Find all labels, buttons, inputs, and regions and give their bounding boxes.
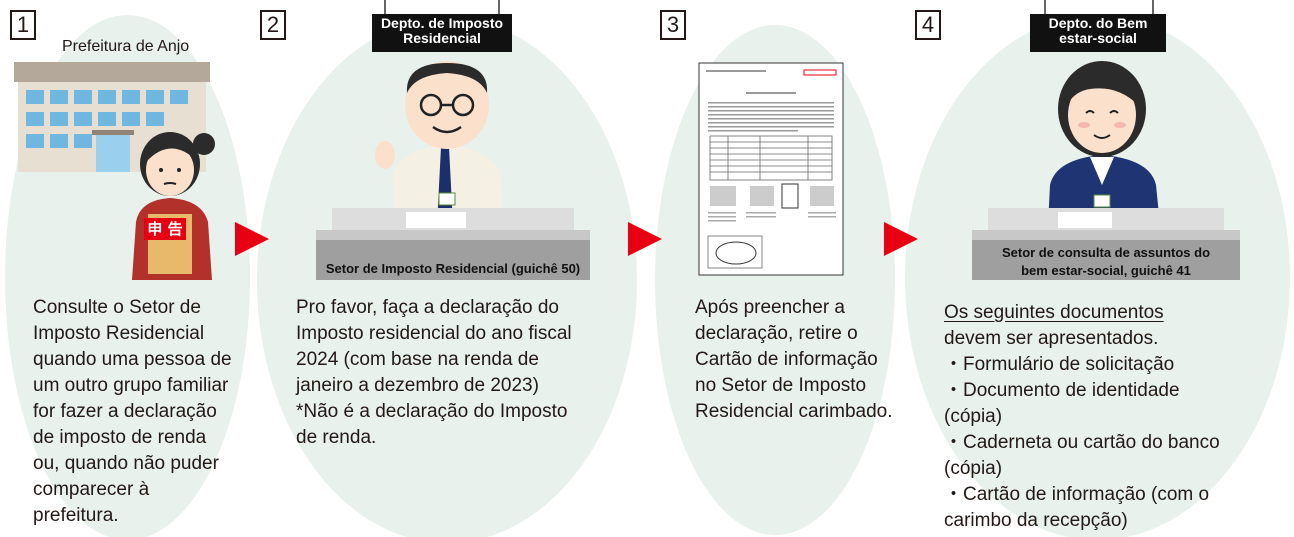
step-1-number: 1 [10,10,36,40]
sign-rod [1044,0,1046,14]
arrow-1-icon [235,222,269,256]
step-4-text: Os seguintes documentos devem ser aprese… [944,300,1284,534]
arrow-3-icon [884,222,918,256]
sign-rod [384,0,386,14]
sign-rod [1152,0,1154,14]
person-illustration [132,132,215,280]
document-item: ・Documento de identidade (cópia) [944,380,1180,427]
document-item: ・Formulário de solicitação [944,354,1175,375]
step-3-text: Após preencher a declaração, retire o Ca… [695,297,893,422]
sign-rod [498,0,500,14]
clerk-man-illustration [375,61,503,230]
step-2-number: 2 [260,10,286,40]
clerk-woman-illustration [1048,61,1160,225]
declaration-badge: 申 告 [144,218,186,240]
documents-intro-line-2: devem ser apresentados. [944,328,1159,349]
step-1-text: Consulte o Setor de Imposto Residencial … [33,297,232,526]
tax-counter-label: Setor de Imposto Residencial (guichê 50) [325,261,581,276]
step-4-number: 4 [915,10,941,40]
arrow-2-icon [628,222,662,256]
city-hall-caption: Prefeitura de Anjo [62,38,190,55]
welfare-counter-label: Setor de consulta de assuntos do bem est… [1001,245,1211,278]
welfare-department-sign: Depto. do Bem estar-social [1030,14,1166,52]
document-item: ・Cartão de informação (com o carimbo da … [944,484,1210,531]
step-3-number: 3 [660,10,686,40]
welfare-counter-desk [972,208,1240,280]
step-2-text: Pro favor, faça a declaração do Imposto … [296,297,572,448]
document-item: ・Caderneta ou cartão do banco (cópia) [944,432,1220,479]
tax-department-sign: Depto. de Imposto Residencial [372,14,512,52]
counter-desk [316,208,590,280]
documents-intro-line-1: Os seguintes documentos [944,302,1164,323]
declaration-form-document [698,62,844,276]
